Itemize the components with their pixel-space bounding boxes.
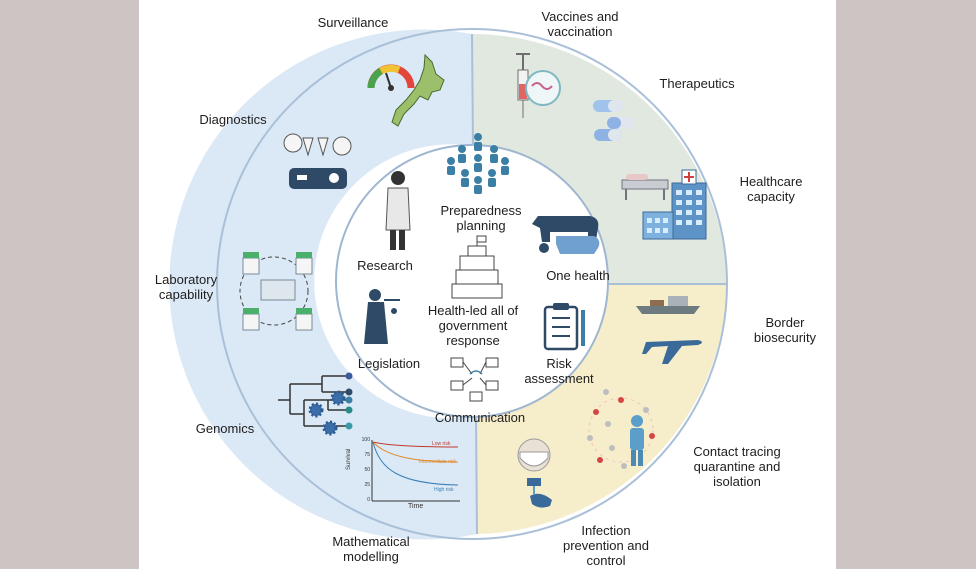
chart-tick-25: 25	[364, 482, 370, 488]
label-research: Research	[357, 258, 413, 273]
label-surveillance: Surveillance	[317, 15, 389, 30]
label-vaccines: Vaccines and vaccination	[541, 9, 619, 39]
label-infection-prevention: Infection prevention and control	[562, 523, 649, 568]
label-therapeutics: Therapeutics	[659, 76, 735, 91]
label-border-biosecurity: Border biosecurity	[753, 315, 817, 345]
capsule-icon	[593, 100, 635, 141]
communication-network-icon	[450, 357, 499, 402]
hospital-bed-icon	[621, 174, 669, 200]
label-legislation: Legislation	[357, 356, 421, 371]
label-contact-tracing: Contact tracing quarantine and isolation	[693, 444, 781, 489]
parliament-building-icon	[451, 235, 503, 299]
label-one-health: One health	[546, 268, 610, 283]
preparedness-people-icon	[447, 133, 509, 194]
diagnostic-test-icon	[283, 133, 352, 189]
sector-divider	[475, 415, 478, 535]
label-center-response: Health-led all of government response	[427, 303, 519, 348]
genomics-leaf-dots	[345, 372, 353, 430]
label-risk-assessment: Risk assessment	[524, 356, 594, 386]
sector-blue	[169, 29, 477, 540]
legend-low-risk: Low risk	[432, 441, 451, 447]
hospital-building-icon	[642, 169, 707, 240]
survival-chart	[371, 440, 460, 502]
justice-statue-icon	[364, 289, 400, 344]
label-preparedness: Preparedness planning	[440, 203, 522, 233]
airplane-icon	[642, 340, 702, 364]
label-communication: Communication	[434, 410, 526, 425]
contact-tracing-network-icon	[587, 389, 655, 469]
new-zealand-map-icon	[391, 53, 445, 127]
researcher-icon	[385, 171, 411, 250]
legend-intermediate-risk: Intermediate risk	[419, 459, 456, 465]
chart-ylabel: Survival	[346, 448, 352, 470]
virus-icon	[308, 390, 346, 436]
risk-checklist-icon	[543, 303, 585, 351]
livestock-icon	[532, 216, 600, 254]
surveillance-gauge-icon	[367, 64, 415, 91]
intermediate-risk-curve	[372, 441, 459, 463]
ship-icon	[636, 296, 700, 314]
legend-high-risk: High risk	[434, 487, 454, 493]
sector-divider	[471, 33, 474, 147]
chart-tick-0: 0	[367, 497, 370, 503]
low-risk-curve	[372, 441, 459, 448]
chart-tick-75: 75	[364, 452, 370, 458]
label-laboratory-capability: Laboratory capability	[154, 272, 218, 302]
vaccine-virus-squiggle-icon	[531, 82, 553, 90]
ppe-person-icon	[630, 415, 644, 466]
chart-xlabel: Time	[408, 503, 424, 510]
chart-tick-100: 100	[361, 437, 370, 443]
sector-yellow	[476, 284, 727, 534]
lab-equipment-icon	[239, 252, 313, 331]
high-risk-curve	[372, 441, 459, 486]
masked-face-icon	[517, 438, 551, 472]
chart-tick-50: 50	[364, 467, 370, 473]
handwash-icon	[527, 478, 552, 508]
label-genomics: Genomics	[195, 421, 255, 436]
label-mathematical-modelling: Mathematical modelling	[332, 534, 410, 564]
label-diagnostics: Diagnostics	[199, 112, 267, 127]
label-healthcare-capacity: Healthcare capacity	[739, 174, 803, 204]
